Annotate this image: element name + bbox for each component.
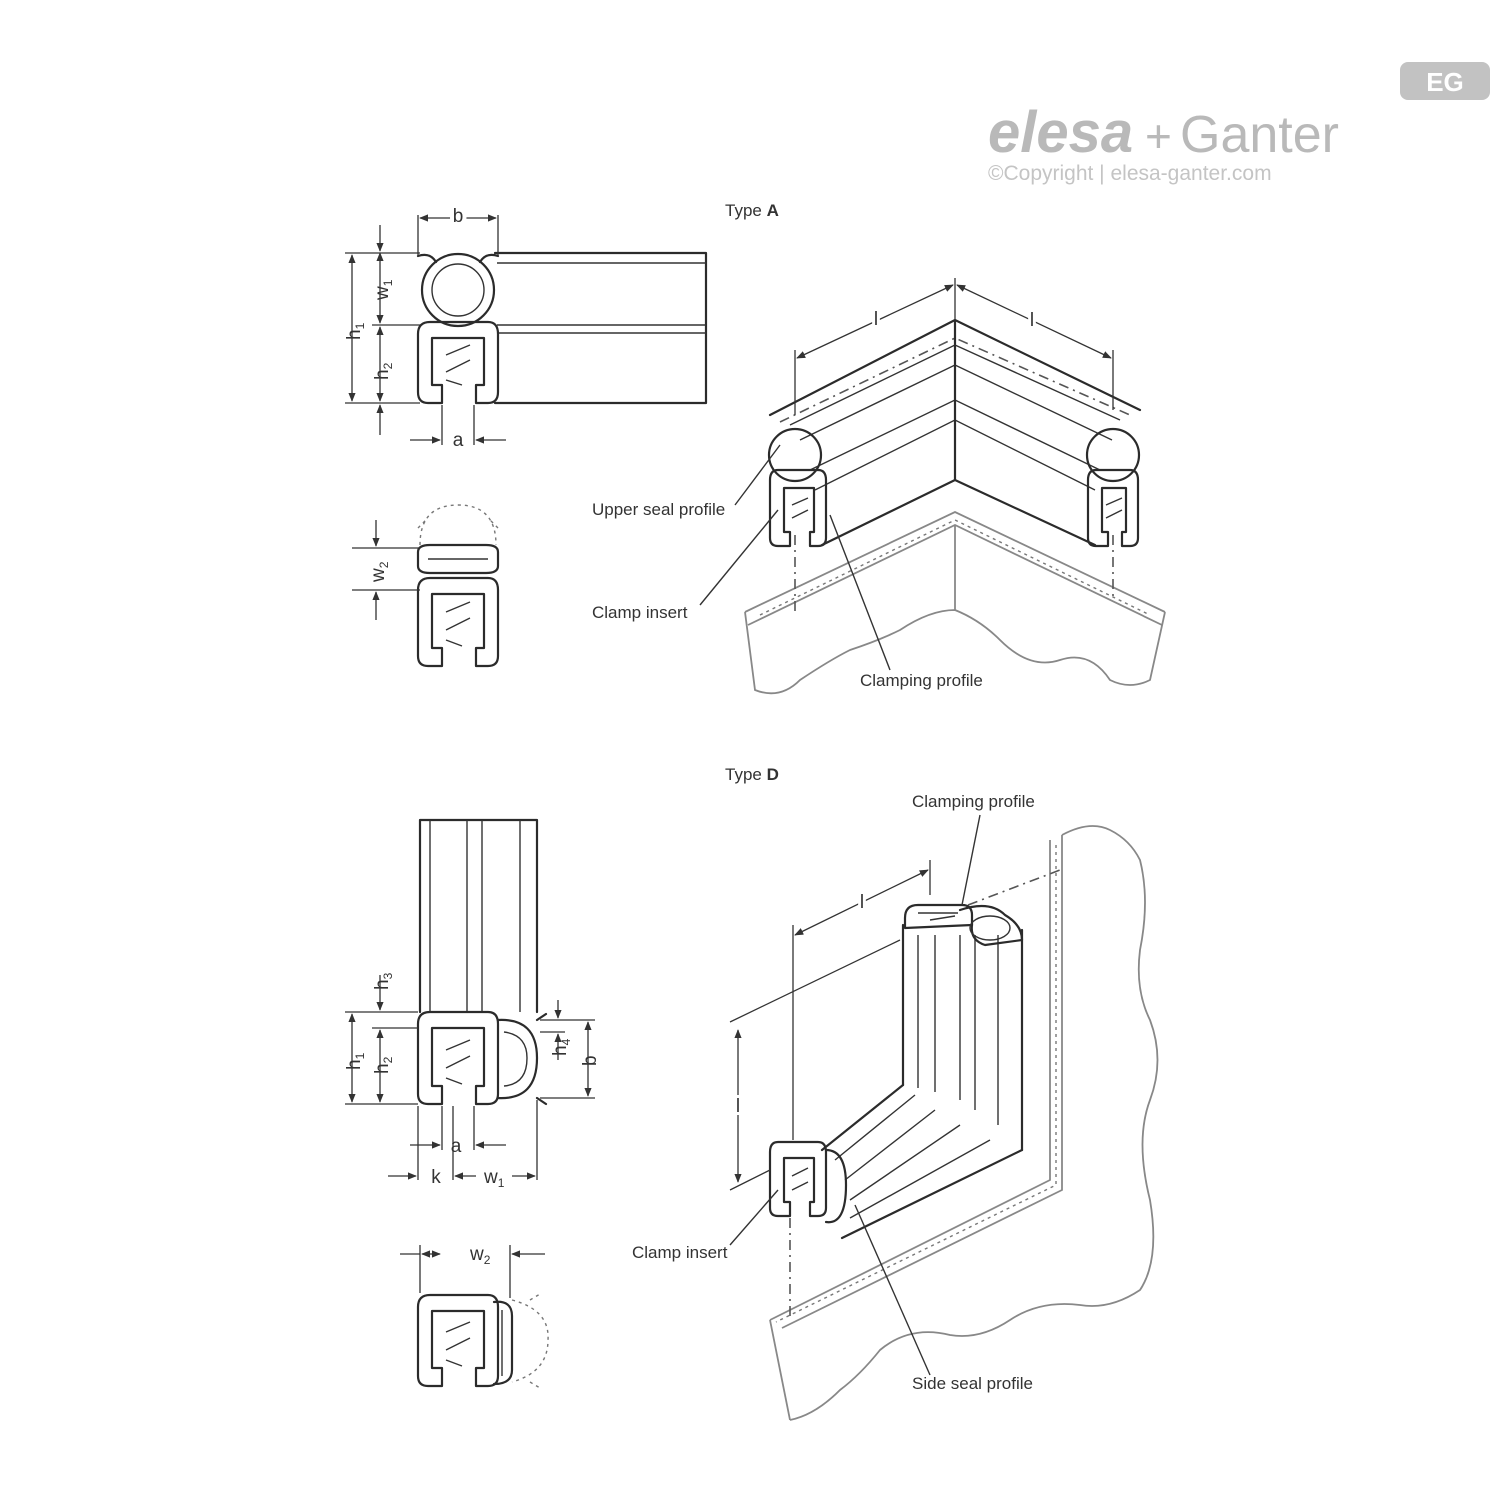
- type-d-compressed-view: w2: [400, 1244, 549, 1389]
- type-a-label-clamping-profile: Clamping profile: [860, 671, 983, 690]
- logo-badge: [1400, 62, 1490, 100]
- type-d-label-side-seal: Side seal profile: [912, 1374, 1033, 1393]
- type-d-title: Type D: [725, 765, 779, 784]
- dim-d-k: k: [431, 1167, 441, 1188]
- dim-d-h1: h1: [344, 1052, 367, 1070]
- type-a-label-upper-seal: Upper seal profile: [592, 500, 725, 519]
- dim-a-l-left: l: [874, 309, 878, 330]
- type-d-isometric-view: l l Clamping profile Clamp insert Side s…: [632, 792, 1159, 1421]
- type-a-compressed-view: w2: [352, 504, 500, 668]
- type-d-label-clamping-profile: Clamping profile: [912, 792, 1035, 811]
- dim-d-h4: h4: [550, 1038, 573, 1056]
- dim-d-w2: w2: [469, 1244, 491, 1267]
- dim-d-l-side: l: [736, 1096, 740, 1117]
- dim-a-h1: h1: [344, 322, 367, 340]
- logo-brand-right: Ganter: [1180, 106, 1339, 164]
- logo-badge-text: EG: [1426, 67, 1464, 97]
- dim-d-l-top: l: [860, 892, 864, 913]
- type-d-section: Type D h3 h1 h2: [344, 765, 1159, 1421]
- dim-d-w1: w1: [483, 1167, 505, 1190]
- type-a-title: Type A: [725, 201, 779, 220]
- dim-d-h3: h3: [372, 972, 395, 990]
- brand-logo: EG elesa + Ganter ©Copyright | elesa-gan…: [988, 62, 1490, 185]
- type-d-side-view: h3 h1 h2 h4 b a k w1: [344, 818, 601, 1190]
- dim-a-a: a: [453, 430, 464, 451]
- type-a-side-view: b w1 h1 h2 a: [344, 202, 708, 451]
- dim-d-b: b: [580, 1055, 601, 1066]
- dim-d-h2: h2: [372, 1056, 395, 1074]
- dim-d-a: a: [451, 1136, 462, 1157]
- dim-a-w2: w2: [368, 561, 391, 583]
- dim-a-b: b: [453, 206, 464, 227]
- type-d-label-clamp-insert: Clamp insert: [632, 1243, 728, 1262]
- logo-copyright: ©Copyright | elesa-ganter.com: [988, 162, 1272, 185]
- type-a-label-clamp-insert: Clamp insert: [592, 603, 688, 622]
- dim-a-w1: w1: [372, 279, 395, 301]
- type-a-section: Type A b: [344, 201, 1166, 695]
- logo-brand-left: elesa: [988, 100, 1133, 165]
- type-a-isometric-view: l l Upper seal profile Clamp insert Clam…: [592, 278, 1166, 695]
- logo-plus: +: [1145, 110, 1172, 162]
- dim-a-l-right: l: [1030, 310, 1034, 331]
- dim-a-h2: h2: [372, 362, 395, 380]
